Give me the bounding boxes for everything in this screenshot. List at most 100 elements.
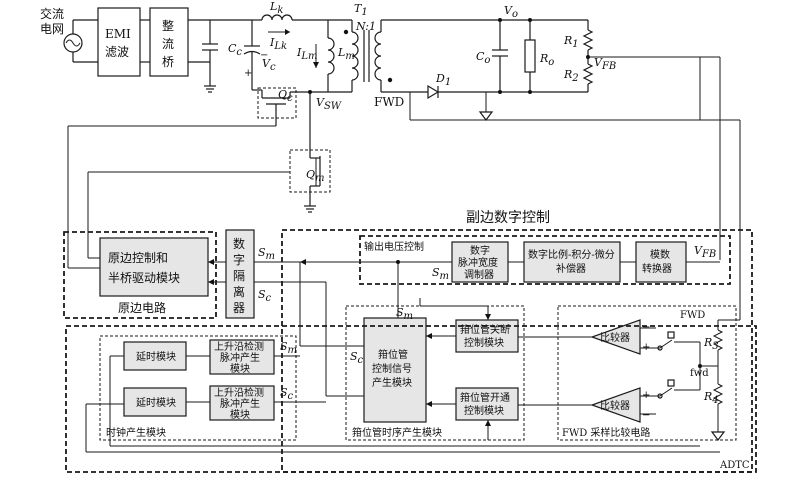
isolator-char3: 隔 xyxy=(233,269,245,283)
d1-label: D1 xyxy=(435,72,451,88)
rise-detect-block-1: 上升沿检测 脉冲产生 模块 xyxy=(209,339,275,375)
dpwm-line1: 数字 xyxy=(470,244,490,257)
vfb-top-label: VFB xyxy=(594,56,616,72)
rectifier-label-line3: 桥 xyxy=(162,55,174,69)
lm-label: Lm xyxy=(337,46,355,62)
rise1-line3: 模块 xyxy=(230,363,250,375)
rise1-line2: 脉冲产生 xyxy=(220,351,260,364)
vc-label: Vc xyxy=(262,57,276,73)
diode-d1 xyxy=(427,84,440,100)
clamp-ctrl-line1: 箝位管 xyxy=(378,348,408,361)
isolator-char2: 字 xyxy=(233,252,245,267)
rectifier-bridge: 整 流 桥 xyxy=(149,7,189,77)
pid-line2: 补偿器 xyxy=(556,262,586,275)
clamp-on-line2: 控制模块 xyxy=(464,404,504,417)
sc-clamp-label: Sc xyxy=(350,350,364,366)
clock-region xyxy=(99,335,297,441)
cc-label: Cc xyxy=(228,42,242,58)
delay-block-2: 延时模块 xyxy=(123,387,187,417)
clamp-ctrl-line2: 控制信号 xyxy=(372,362,412,375)
ilk-label: ILk xyxy=(269,36,287,52)
comp2-minus: − xyxy=(642,410,650,421)
ground-symbol-qm xyxy=(304,205,316,213)
secondary-title: 副边数字控制 xyxy=(466,210,550,226)
clamp-ctrl-line3: 产生模块 xyxy=(372,376,412,389)
fwd-region-label: FWD 采样比较电路 xyxy=(562,426,650,439)
vsw-label: VSW xyxy=(316,96,342,112)
r4-label: R4 xyxy=(703,390,719,406)
adc-line1: 模数 xyxy=(650,248,670,261)
clamp-on-block: 箝位管开通 控制模块 xyxy=(455,387,519,421)
emi-label-line2: 滤波 xyxy=(105,45,129,59)
sm-dpwm-label: Sm xyxy=(432,266,449,282)
ground-symbol-bulk xyxy=(204,85,216,93)
adtc-label: ADTC xyxy=(719,460,750,471)
sm-isolator-label: Sm xyxy=(258,246,275,262)
adc-block: 模数 转换器 xyxy=(635,241,687,283)
digital-isolator: 数 字 隔 离 器 xyxy=(225,229,255,319)
dpwm-line3: 调制器 xyxy=(464,268,494,281)
fwd-node-label: fwd xyxy=(690,368,709,379)
sc-clock-label: Sc xyxy=(280,386,294,402)
delay2-label: 延时模块 xyxy=(136,397,176,409)
primary-block-line2: 半桥驱动模块 xyxy=(108,271,180,285)
clock-region-label: 时钟产生模块 xyxy=(106,426,166,439)
emi-filter: EMI 滤波 xyxy=(97,7,141,77)
rise2-line1: 上升沿检测 xyxy=(214,386,264,399)
clamp-ctrl-block: 箝位管 控制信号 产生模块 xyxy=(363,317,427,423)
t1-label: T1 xyxy=(354,2,368,18)
pid-block: 数字比例-积分-微分 补偿器 xyxy=(523,241,621,283)
ro-label: Ro xyxy=(539,52,554,68)
r2-label: R2 xyxy=(563,68,579,84)
primary-region-label: 原边电路 xyxy=(118,300,166,315)
adtc-outer-region xyxy=(65,325,757,473)
primary-block-line1: 原边控制和 xyxy=(108,251,168,265)
turns-ratio: N:1 xyxy=(355,20,376,33)
switch-1 xyxy=(657,331,675,351)
comp2-label: 比较器 xyxy=(600,399,630,412)
output-voltage-control-region xyxy=(359,235,731,285)
rise1-line1: 上升沿检测 xyxy=(214,340,264,353)
isolator-char1: 数 xyxy=(233,236,245,251)
clamp-on-line1: 箝位管开通 xyxy=(460,391,510,404)
ilm-label: ILm xyxy=(296,46,317,62)
clamp-off-line2: 控制模块 xyxy=(464,336,504,349)
adc-line2: 转换器 xyxy=(642,262,672,275)
delay-block-1: 延时模块 xyxy=(123,341,187,371)
clamp-off-block: 箝位管关断 控制模块 xyxy=(455,319,519,353)
clamp-off-line1: 箝位管关断 xyxy=(460,323,510,336)
ac-source: 交流 电网 xyxy=(40,6,98,63)
qm-label: Qm xyxy=(306,168,325,184)
comp1-label: 比较器 xyxy=(600,331,630,344)
output-voltage-control-label: 输出电压控制 xyxy=(364,240,424,253)
r3-label: R3 xyxy=(703,336,719,352)
dpwm-block: 数字 脉冲宽度 调制器 xyxy=(451,241,509,283)
dpwm-line2: 脉冲宽度 xyxy=(458,256,498,269)
rectifier-label-line2: 流 xyxy=(162,37,174,51)
pid-line1: 数字比例-积分-微分 xyxy=(528,248,615,261)
vfb-adc-label: VFB xyxy=(694,244,716,260)
fwd-top-label: FWD xyxy=(680,310,705,321)
isolator-char5: 器 xyxy=(233,301,245,315)
rise2-line2: 脉冲产生 xyxy=(220,397,260,410)
co-label: Co xyxy=(476,50,490,66)
cc-plus-sign: + xyxy=(244,68,252,79)
lk-label: Lk xyxy=(269,0,283,16)
sm-clock-label: Sm xyxy=(280,340,297,356)
sm-clamp-label: Sm xyxy=(396,306,413,322)
vo-label: Vo xyxy=(504,4,518,20)
input-label-line1: 交流 xyxy=(40,6,64,21)
clamp-region-label: 箝位管时序产生模块 xyxy=(352,426,442,439)
r1-label: R1 xyxy=(563,34,579,50)
comparator-2: 比较器 + − xyxy=(590,387,650,423)
clamp-region xyxy=(345,305,525,441)
primary-control-block: 原边控制和 半桥驱动模块 xyxy=(99,237,209,297)
qc-label: Qc xyxy=(278,88,293,104)
input-label-line2: 电网 xyxy=(40,22,64,36)
delay1-label: 延时模块 xyxy=(136,351,176,363)
rectifier-label-line1: 整 xyxy=(162,18,174,33)
sc-isolator-label: Sc xyxy=(258,288,272,304)
fwd-label: FWD xyxy=(374,95,404,109)
rise-detect-block-2: 上升沿检测 脉冲产生 模块 xyxy=(209,385,275,421)
